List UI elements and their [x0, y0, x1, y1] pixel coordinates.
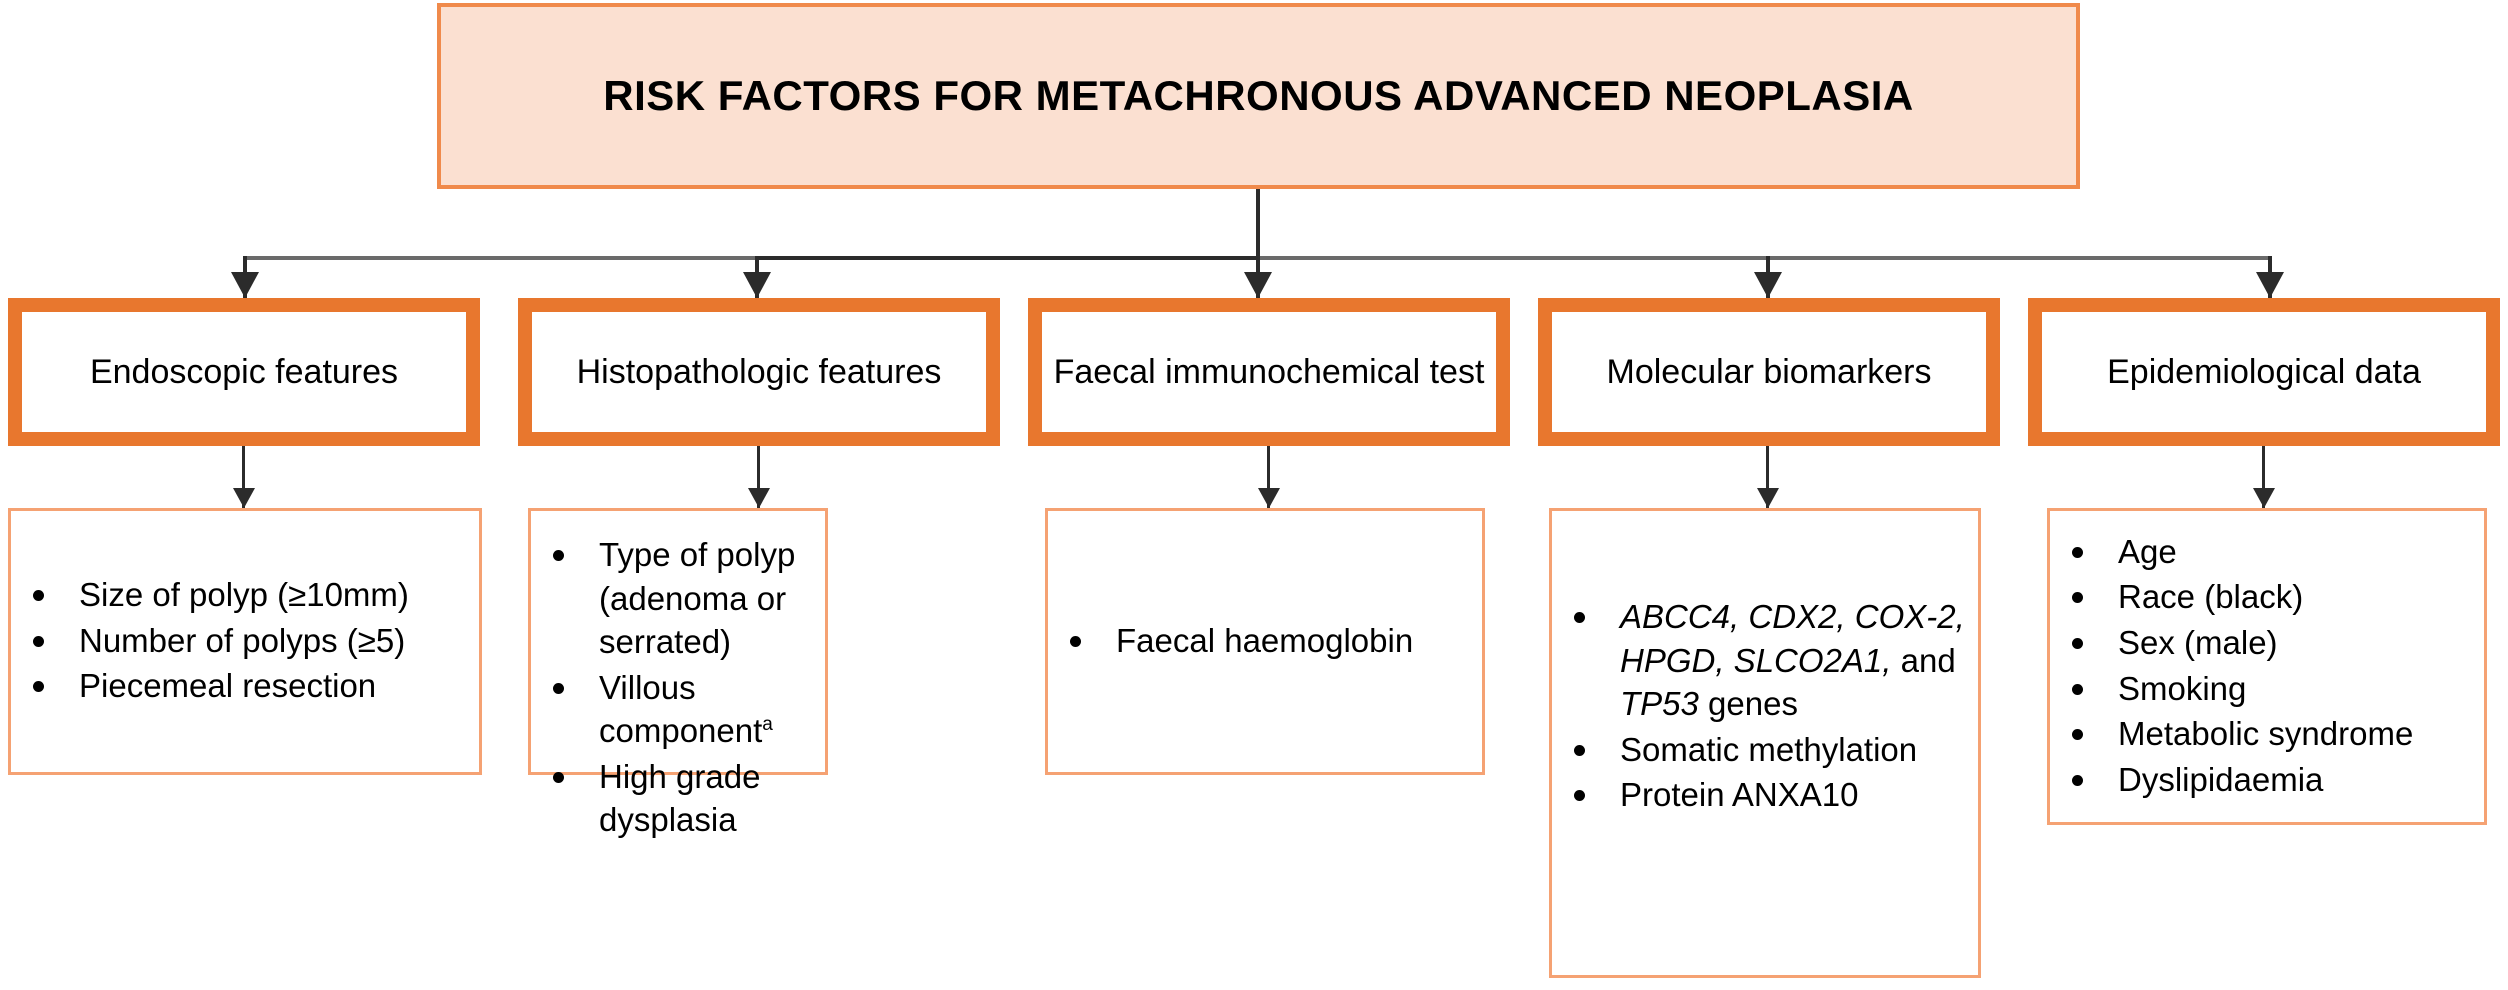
genes-word: genes — [1708, 685, 1798, 723]
footnote-marker: a — [762, 714, 773, 736]
list-item: ABCC4, CDX2, COX-2, HPGD, SLCO2A1, and T… — [1552, 595, 1978, 726]
gene-name-tp53: TP53 — [1620, 685, 1699, 723]
detail-leg-3 — [1267, 446, 1270, 508]
category-label: Molecular biomarkers — [1606, 352, 1932, 391]
detail-arrow-4 — [1757, 488, 1779, 508]
branch-arrow-2 — [743, 272, 771, 298]
category-box-molecular-biomarkers[interactable]: Molecular biomarkers — [1538, 298, 2000, 446]
category-box-faecal-immunochemical-test[interactable]: Faecal immunochemical test — [1028, 298, 1510, 446]
list-item: Number of polyps (≥5) — [11, 619, 479, 663]
branch-arrow-3 — [1244, 272, 1272, 298]
detail-list: Size of polyp (≥10mm) Number of polyps (… — [11, 573, 479, 710]
detail-box-endoscopic-features: Size of polyp (≥10mm) Number of polyps (… — [8, 508, 482, 775]
list-item: Metabolic syndrome — [2050, 712, 2484, 756]
list-item: Race (black) — [2050, 575, 2484, 619]
category-label: Endoscopic features — [89, 352, 399, 391]
detail-arrow-3 — [1258, 488, 1280, 508]
list-item: Somatic methylation — [1552, 728, 1978, 772]
category-label: Faecal immunochemical test — [1053, 352, 1485, 391]
detail-arrow-2 — [748, 488, 770, 508]
detail-box-epidemiological-data: Age Race (black) Sex (male) Smoking Meta… — [2047, 508, 2487, 825]
list-item: Faecal haemoglobin — [1048, 619, 1482, 663]
detail-list: ABCC4, CDX2, COX-2, HPGD, SLCO2A1, and T… — [1552, 595, 1978, 819]
detail-leg-2 — [757, 446, 760, 508]
detail-box-histopathologic-features: Type of polyp (adenoma or serrated) Vill… — [528, 508, 828, 838]
list-item: Size of polyp (≥10mm) — [11, 573, 479, 617]
branch-arrow-4 — [1754, 272, 1782, 298]
detail-box-molecular-biomarkers: ABCC4, CDX2, COX-2, HPGD, SLCO2A1, and T… — [1549, 508, 1981, 978]
category-box-histopathologic-features[interactable]: Histopathologic features — [518, 298, 1000, 446]
detail-arrow-5 — [2253, 488, 2275, 508]
diagram-title: RISK FACTORS FOR METACHRONOUS ADVANCED N… — [603, 72, 1914, 119]
detail-leg-4 — [1766, 446, 1769, 508]
list-item: Protein ANXA10 — [1552, 773, 1978, 817]
list-item: Piecemeal resection — [11, 664, 479, 708]
detail-arrow-1 — [233, 488, 255, 508]
title-box: RISK FACTORS FOR METACHRONOUS ADVANCED N… — [437, 3, 2080, 189]
detail-box-faecal-immunochemical-test: Faecal haemoglobin — [1045, 508, 1485, 775]
category-box-epidemiological-data[interactable]: Epidemiological data — [2028, 298, 2500, 446]
trunk-connector — [1256, 189, 1260, 260]
list-item: Villous componenta — [531, 666, 825, 753]
list-item: Dyslipidaemia — [2050, 758, 2484, 802]
list-item: Type of polyp (adenoma or serrated) — [531, 533, 825, 664]
detail-leg-5 — [2262, 446, 2265, 508]
list-item: Sex (male) — [2050, 621, 2484, 665]
list-item: High grade dysplasia — [531, 755, 825, 842]
list-item-text: Villous component — [599, 668, 763, 750]
list-item: Age — [2050, 530, 2484, 574]
detail-list: Type of polyp (adenoma or serrated) Vill… — [531, 533, 825, 844]
category-box-endoscopic-features[interactable]: Endoscopic features — [8, 298, 480, 446]
branch-arrow-1 — [231, 272, 259, 298]
branch-arrow-5 — [2256, 272, 2284, 298]
gene-names: ABCC4, CDX2, COX-2, HPGD, SLCO2A1, — [1620, 598, 1965, 679]
conjunction: and — [1900, 641, 1956, 679]
distribution-bar-left — [243, 256, 1258, 260]
category-label: Histopathologic features — [576, 352, 942, 391]
detail-list: Faecal haemoglobin — [1048, 619, 1482, 665]
distribution-bar-right — [1256, 256, 2272, 260]
detail-list: Age Race (black) Sex (male) Smoking Meta… — [2050, 530, 2484, 803]
detail-leg-1 — [242, 446, 245, 508]
list-item: Smoking — [2050, 667, 2484, 711]
category-label: Epidemiological data — [2107, 352, 2421, 391]
